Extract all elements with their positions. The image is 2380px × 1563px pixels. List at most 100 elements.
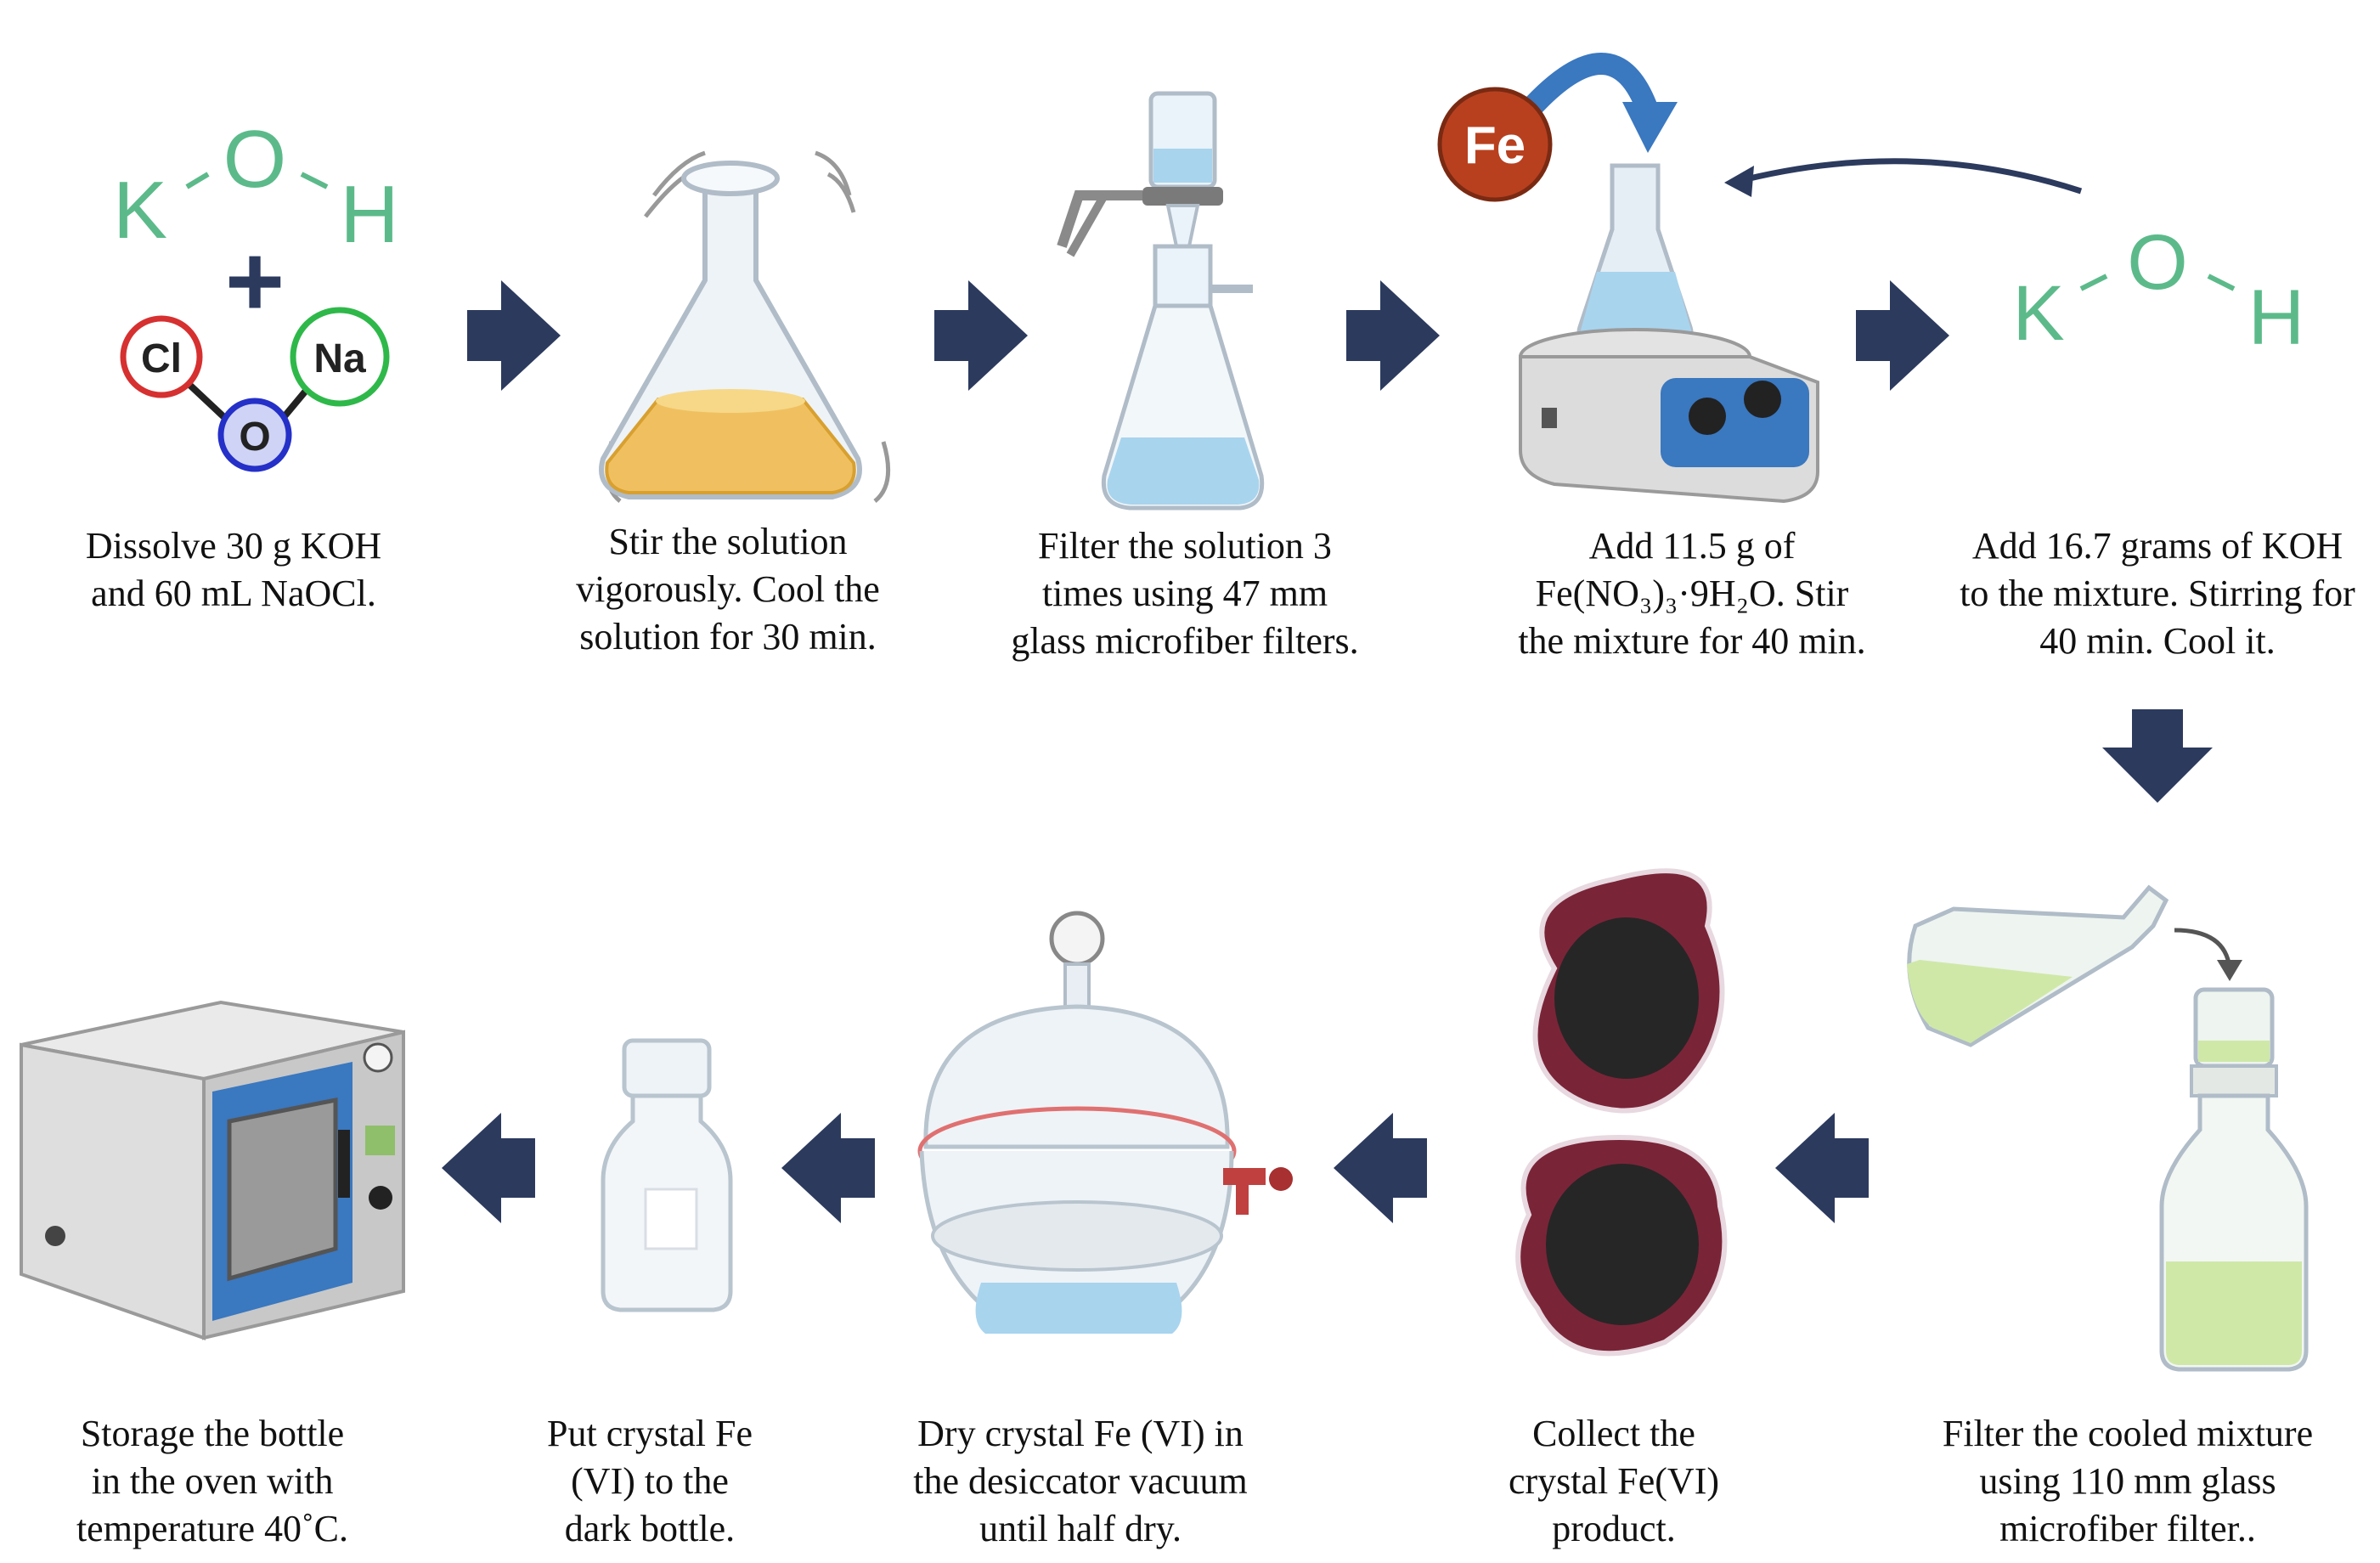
step-8-line-3: until half dry. xyxy=(979,1508,1182,1549)
oven-window xyxy=(227,1097,338,1282)
bottle-liquid xyxy=(2166,1261,2302,1365)
step-9-caption: Put crystal Fe (VI) to the dark bottle. xyxy=(437,1410,862,1553)
na-atom xyxy=(290,307,390,407)
right-arrow-4 xyxy=(1856,280,1949,391)
step-5-line-1: Add 16.7 grams of KOH xyxy=(1971,525,2343,567)
bottle-label xyxy=(644,1188,698,1250)
koh2-bond-right xyxy=(2207,274,2236,291)
step-4-line-1: Add 11.5 g of xyxy=(1588,525,1796,567)
return-arrowhead xyxy=(1724,166,1754,197)
step-3-caption: Filter the solution 3 times using 47 mm … xyxy=(973,522,1397,665)
cl-label: Cl xyxy=(141,336,182,381)
oven-side-knob xyxy=(45,1226,65,1246)
bottle-collar xyxy=(2190,1064,2278,1097)
naocl-bond-cl xyxy=(184,380,230,423)
clamp-arm-2 xyxy=(1066,193,1108,257)
crystal-bottom xyxy=(1546,1164,1699,1325)
filtrate-blue xyxy=(1107,437,1260,505)
hotplate-panel xyxy=(1661,378,1809,467)
right-arrow-2 xyxy=(934,280,1028,391)
koh2-bond-left xyxy=(2079,274,2108,291)
yellow-solution xyxy=(605,398,856,494)
step-9-line-3: dark bottle. xyxy=(564,1508,736,1549)
step-9-line-1: Put crystal Fe xyxy=(547,1413,753,1454)
koh2-k: K xyxy=(2012,270,2064,357)
koh-return-arrow xyxy=(1732,158,2083,195)
step-3-line-3: glass microfiber filters. xyxy=(1011,620,1359,662)
step-7-line-1: Collect the xyxy=(1532,1413,1695,1454)
na-label: Na xyxy=(313,336,366,381)
pour-arrowhead xyxy=(2217,960,2242,981)
flow-arrows xyxy=(442,280,2213,1223)
right-arrow-3 xyxy=(1346,280,1440,391)
koh-naocl-illustration: K O H + Cl O Na xyxy=(113,114,399,472)
down-arrow xyxy=(2102,709,2213,803)
step-10-line-3: temperature 40˚C. xyxy=(76,1508,349,1549)
step-8-line-1: Dry crystal Fe (VI) in xyxy=(917,1413,1244,1454)
left-arrow-2 xyxy=(1334,1113,1427,1223)
desiccator-illustration xyxy=(917,911,1293,1334)
right-arrow-1 xyxy=(467,280,561,391)
vacuum-valve xyxy=(1223,1168,1266,1215)
vacuum-gauge xyxy=(1049,911,1105,967)
step-10-caption: Storage the bottle in the oven with temp… xyxy=(0,1410,425,1553)
gauge-stem xyxy=(1063,962,1091,1013)
step-8-caption: Dry crystal Fe (VI) in the desiccator va… xyxy=(868,1410,1293,1553)
funnel-clamp xyxy=(1142,187,1223,206)
koh-bond-left xyxy=(185,172,210,189)
koh-k: K xyxy=(113,165,167,256)
vacuum-filter-illustration xyxy=(1057,91,1265,511)
cl-atom xyxy=(120,315,203,398)
oven-handle xyxy=(338,1130,350,1198)
koh-illustration: K O H xyxy=(2012,219,2304,361)
storage-bottle-illustration xyxy=(601,1038,733,1312)
oven-illustration xyxy=(20,1000,405,1340)
knob-right xyxy=(1744,381,1781,418)
funnel-stem xyxy=(1165,204,1200,248)
fe-curved-arrow xyxy=(1520,53,1659,118)
step-4-line-3: the mixture for 40 min. xyxy=(1518,620,1866,662)
step-3-line-2: times using 47 mm xyxy=(1041,573,1328,614)
o-atom xyxy=(217,398,292,472)
fe-arrowhead xyxy=(1622,102,1678,153)
left-arrow-4 xyxy=(442,1113,535,1223)
step-10-line-2: in the oven with xyxy=(91,1460,334,1502)
clamp-arm xyxy=(1057,190,1142,248)
knob-left xyxy=(1689,398,1726,435)
stirred-flask-illustration xyxy=(599,150,891,503)
step-5-line-3: 40 min. Cool it. xyxy=(2039,620,2276,662)
hotplate-liquid xyxy=(1580,272,1691,340)
step-7-caption: Collect the crystal Fe(VI) product. xyxy=(1401,1410,1826,1553)
green-liquid-tilted xyxy=(1907,960,2073,1043)
oven-knob xyxy=(369,1186,392,1210)
step-5-line-2: to the mixture. Stirring for xyxy=(1960,573,2355,614)
desiccant-blue xyxy=(975,1283,1182,1334)
perforated-plate xyxy=(931,1200,1223,1272)
step-9-line-2: (VI) to the xyxy=(571,1460,729,1502)
crystal-product-illustration xyxy=(1515,868,1728,1357)
step-4-caption: Add 11.5 g of Fe(NO₃)₃·9H₂O. Stir the mi… xyxy=(1480,522,1904,665)
flask-rim xyxy=(681,161,780,196)
step-7-line-2: crystal Fe(VI) xyxy=(1508,1460,1719,1502)
step-2-line-3: solution for 30 min. xyxy=(579,616,877,657)
funnel-liquid xyxy=(1153,149,1212,183)
step-7-line-3: product. xyxy=(1552,1508,1676,1549)
fe-badge-label: Fe xyxy=(1464,116,1526,175)
valve-tip xyxy=(1269,1167,1293,1191)
step-8-line-2: the desiccator vacuum xyxy=(913,1460,1248,1502)
step-3-line-1: Filter the solution 3 xyxy=(1038,525,1332,567)
step-2-line-1: Stir the solution xyxy=(608,521,848,562)
step-5-caption: Add 16.7 grams of KOH to the mixture. St… xyxy=(1945,522,2370,665)
koh2-h: H xyxy=(2248,274,2304,361)
crystal-top xyxy=(1554,917,1699,1079)
step-2-line-2: vigorously. Cool the xyxy=(576,568,880,610)
plus-icon: + xyxy=(225,224,285,338)
step-6-line-3: microfiber filter.. xyxy=(1999,1508,2256,1549)
step-1-line-2: and 60 mL NaOCl. xyxy=(91,573,376,614)
flask-neck xyxy=(1153,244,1213,308)
koh-bond-right xyxy=(300,172,329,189)
step-4-line-2: Fe(NO₃)₃·9H₂O. Stir xyxy=(1535,573,1849,614)
step-1-line-1: Dissolve 30 g KOH xyxy=(85,525,382,567)
left-arrow-3 xyxy=(781,1113,875,1223)
oven-display xyxy=(365,1126,395,1155)
